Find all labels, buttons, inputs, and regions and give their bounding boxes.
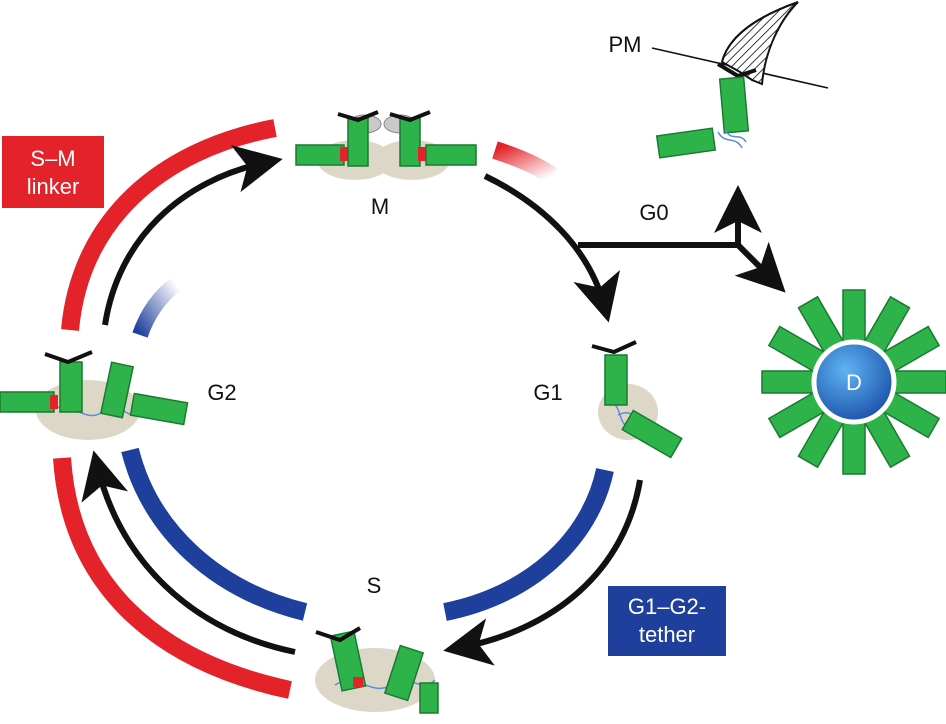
- g2-complex: [0, 350, 189, 440]
- sm-linker-box: S–M linker: [2, 136, 104, 208]
- label-g2: G2: [207, 380, 236, 405]
- m-phase-complex: [295, 110, 477, 180]
- tether-line1: G1–G2-: [628, 594, 706, 619]
- d-sphere: [811, 339, 897, 425]
- rosette-rod: [761, 370, 817, 394]
- g1g2-tether-box: G1–G2- tether: [608, 586, 726, 656]
- arrow-g2-to-m: [102, 145, 283, 326]
- arrow-m-to-g1: [483, 173, 620, 323]
- rosette-rod: [891, 370, 946, 394]
- label-g1: G1: [533, 380, 562, 405]
- label-g0: G0: [639, 200, 668, 225]
- g1-complex: [591, 340, 683, 459]
- sm-linker-line1: S–M: [30, 146, 75, 171]
- cilium-icon: [720, 1, 799, 86]
- arrow-to-d: [734, 241, 786, 293]
- sm-linker-arc-fading: [492, 141, 558, 184]
- sm-linker-arc-bottom: [53, 457, 292, 699]
- tether-arc-right: [443, 467, 614, 621]
- tether-arc-fading: [132, 277, 181, 338]
- tether-arc-left: [121, 447, 308, 621]
- label-s: S: [367, 573, 382, 598]
- label-m: M: [371, 194, 389, 219]
- label-d: D: [846, 370, 862, 395]
- sm-linker-arc-left: [61, 119, 277, 331]
- rosette-rod: [842, 289, 866, 345]
- s-complex: [315, 626, 439, 714]
- d-rosette: [761, 289, 946, 475]
- sm-linker-line2: linker: [27, 174, 80, 199]
- label-pm: PM: [609, 32, 642, 57]
- rosette-rod: [842, 419, 866, 475]
- arrow-s-to-g2: [81, 450, 296, 655]
- pm-complex: [651, 1, 829, 159]
- arrow-g1-to-s: [443, 479, 643, 666]
- tether-line2: tether: [639, 622, 695, 647]
